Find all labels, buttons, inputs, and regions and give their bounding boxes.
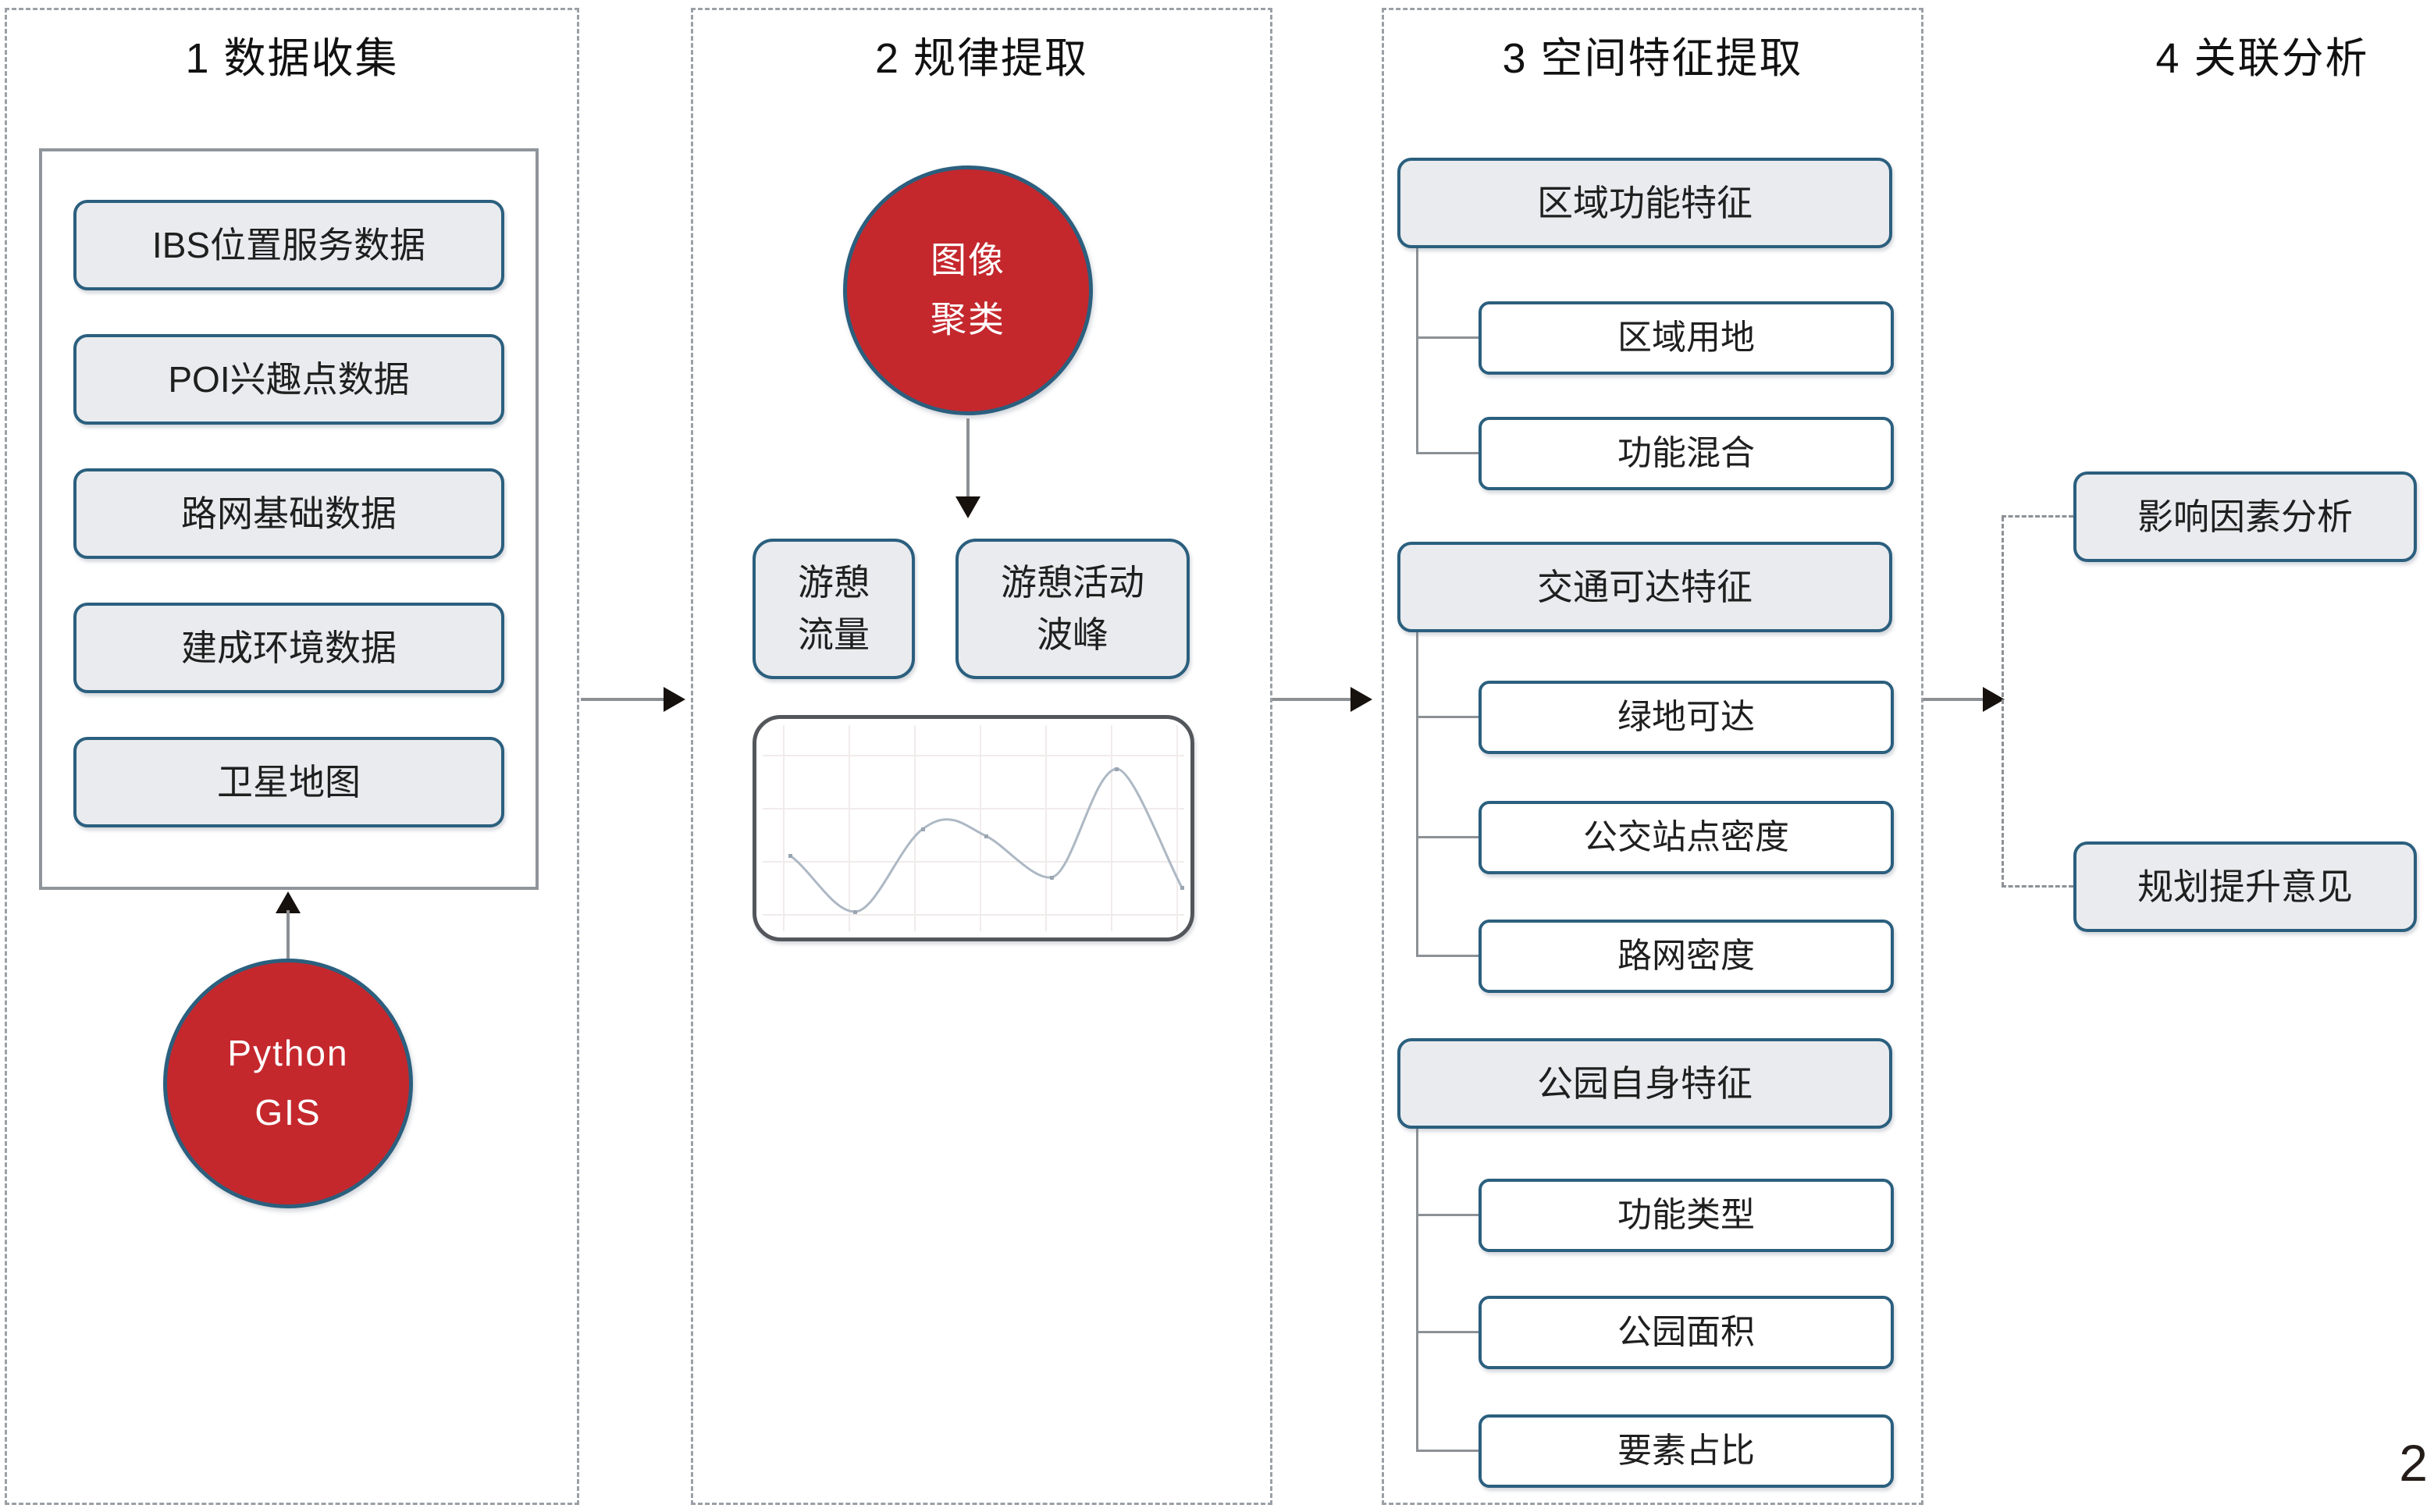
feature-item-label: 区域用地: [1617, 318, 1755, 358]
result-box-line: 游憩活动: [1001, 562, 1144, 603]
page-number: 2: [2399, 1434, 2428, 1492]
data-box-poi: POI兴趣点数据: [73, 334, 504, 425]
result-box-line: 游憩: [798, 562, 870, 603]
group-parent-label: 交通可达特征: [1537, 566, 1753, 607]
feature-item-label: 公交站点密度: [1583, 818, 1789, 857]
feature-item-bus-stop-density: 公交站点密度: [1479, 801, 1894, 874]
column-title-pattern-extraction: 2 规律提取: [874, 35, 1089, 82]
data-box-label: POI兴趣点数据: [168, 358, 410, 400]
result-box-line: 流量: [798, 614, 870, 655]
tree-connector-stub: [1416, 836, 1479, 838]
circle-line: 聚类: [931, 299, 1005, 340]
data-point-marker: [1180, 886, 1184, 890]
data-box-ibs: IBS位置服务数据: [73, 200, 504, 290]
feature-item-label: 要素占比: [1617, 1432, 1755, 1471]
flow-arrow-line-3: [1923, 698, 1986, 701]
flow-curve: [789, 767, 1183, 913]
dashed-connector-stub: [2002, 515, 2073, 518]
feature-item-label: 路网密度: [1617, 937, 1755, 976]
data-box-satellite-map: 卫星地图: [73, 737, 504, 827]
arrow-up-line: [286, 910, 290, 959]
tree-connector-stub: [1416, 1331, 1479, 1333]
flow-arrow-head-1: [664, 687, 685, 712]
tree-connector-stub: [1416, 1214, 1479, 1216]
feature-item-park-area: 公园面积: [1479, 1296, 1894, 1369]
data-box-label: 建成环境数据: [181, 627, 397, 668]
feature-item-element-ratio: 要素占比: [1479, 1414, 1894, 1488]
feature-item-regional-landuse: 区域用地: [1479, 301, 1894, 375]
tree-connector-vertical: [1416, 248, 1418, 454]
result-box-recreation-flow: 游憩 流量: [753, 539, 915, 679]
flow-arrow-head-2: [1350, 687, 1372, 712]
feature-item-function-mix: 功能混合: [1479, 417, 1894, 490]
tree-connector-stub: [1416, 955, 1479, 957]
tree-connector-stub: [1416, 452, 1479, 454]
circle-line: 图像: [931, 240, 1005, 281]
python-gis-circle: Python GIS: [163, 959, 413, 1208]
tree-connector-vertical: [1416, 1129, 1418, 1451]
feature-item-label: 功能混合: [1617, 434, 1755, 473]
trend-line-chart: [753, 715, 1194, 941]
arrow-down-line: [966, 418, 970, 498]
data-box-label: 路网基础数据: [181, 493, 397, 534]
column-title-spatial-features: 3 空间特征提取: [1502, 35, 1803, 82]
flow-arrow-head-3: [1983, 687, 2005, 712]
feature-item-label: 功能类型: [1617, 1196, 1755, 1235]
tree-connector-stub: [1416, 1450, 1479, 1452]
dashed-connector-stub: [2002, 885, 2073, 888]
feature-item-label: 公园面积: [1617, 1313, 1755, 1352]
feature-item-road-density: 路网密度: [1479, 920, 1894, 993]
dashed-connector-vertical: [2002, 517, 2004, 887]
circle-line: Python: [227, 1033, 349, 1074]
data-point-marker: [921, 827, 925, 831]
output-box-influence-factors: 影响因素分析: [2073, 471, 2417, 562]
tree-connector-stub: [1416, 716, 1479, 718]
tree-connector-stub: [1416, 336, 1479, 339]
arrow-up-icon: [276, 891, 301, 913]
data-point-marker: [788, 854, 792, 858]
column-title-correlation-analysis: 4 关联分析: [2155, 35, 2369, 82]
data-point-marker: [1050, 876, 1054, 880]
result-box-activity-peak: 游憩活动 波峰: [955, 539, 1190, 679]
feature-group-park-self: 公园自身特征: [1397, 1038, 1892, 1129]
flow-arrow-line-1: [581, 698, 668, 701]
feature-item-label: 绿地可达: [1617, 698, 1755, 737]
recreation-flow-sparkline: [788, 767, 1184, 914]
feature-group-traffic-access: 交通可达特征: [1397, 542, 1892, 632]
feature-group-regional-function: 区域功能特征: [1397, 158, 1892, 248]
data-point-marker: [853, 910, 857, 914]
data-point-marker: [984, 834, 988, 838]
data-box-built-environment: 建成环境数据: [73, 603, 504, 693]
output-box-label: 影响因素分析: [2137, 496, 2353, 537]
data-box-label: 卫星地图: [217, 761, 361, 802]
result-box-line: 波峰: [1037, 614, 1108, 655]
feature-item-function-type: 功能类型: [1479, 1179, 1894, 1252]
flow-arrow-line-2: [1272, 698, 1354, 701]
circle-line: GIS: [254, 1092, 322, 1133]
group-parent-label: 公园自身特征: [1537, 1062, 1753, 1104]
data-point-marker: [1115, 767, 1119, 771]
column-frame-spatial-features: [1382, 8, 1923, 1505]
tree-connector-vertical: [1416, 632, 1418, 956]
column-title-data-collection: 1 数据收集: [185, 35, 399, 82]
output-box-label: 规划提升意见: [2137, 866, 2353, 907]
output-box-planning-suggestions: 规划提升意见: [2073, 841, 2417, 932]
data-box-road-network: 路网基础数据: [73, 468, 504, 559]
arrow-down-icon: [955, 496, 980, 518]
image-cluster-circle: 图像 聚类: [843, 165, 1093, 415]
feature-item-greenspace-access: 绿地可达: [1479, 681, 1894, 754]
data-box-label: IBS位置服务数据: [151, 224, 426, 265]
group-parent-label: 区域功能特征: [1537, 182, 1753, 223]
